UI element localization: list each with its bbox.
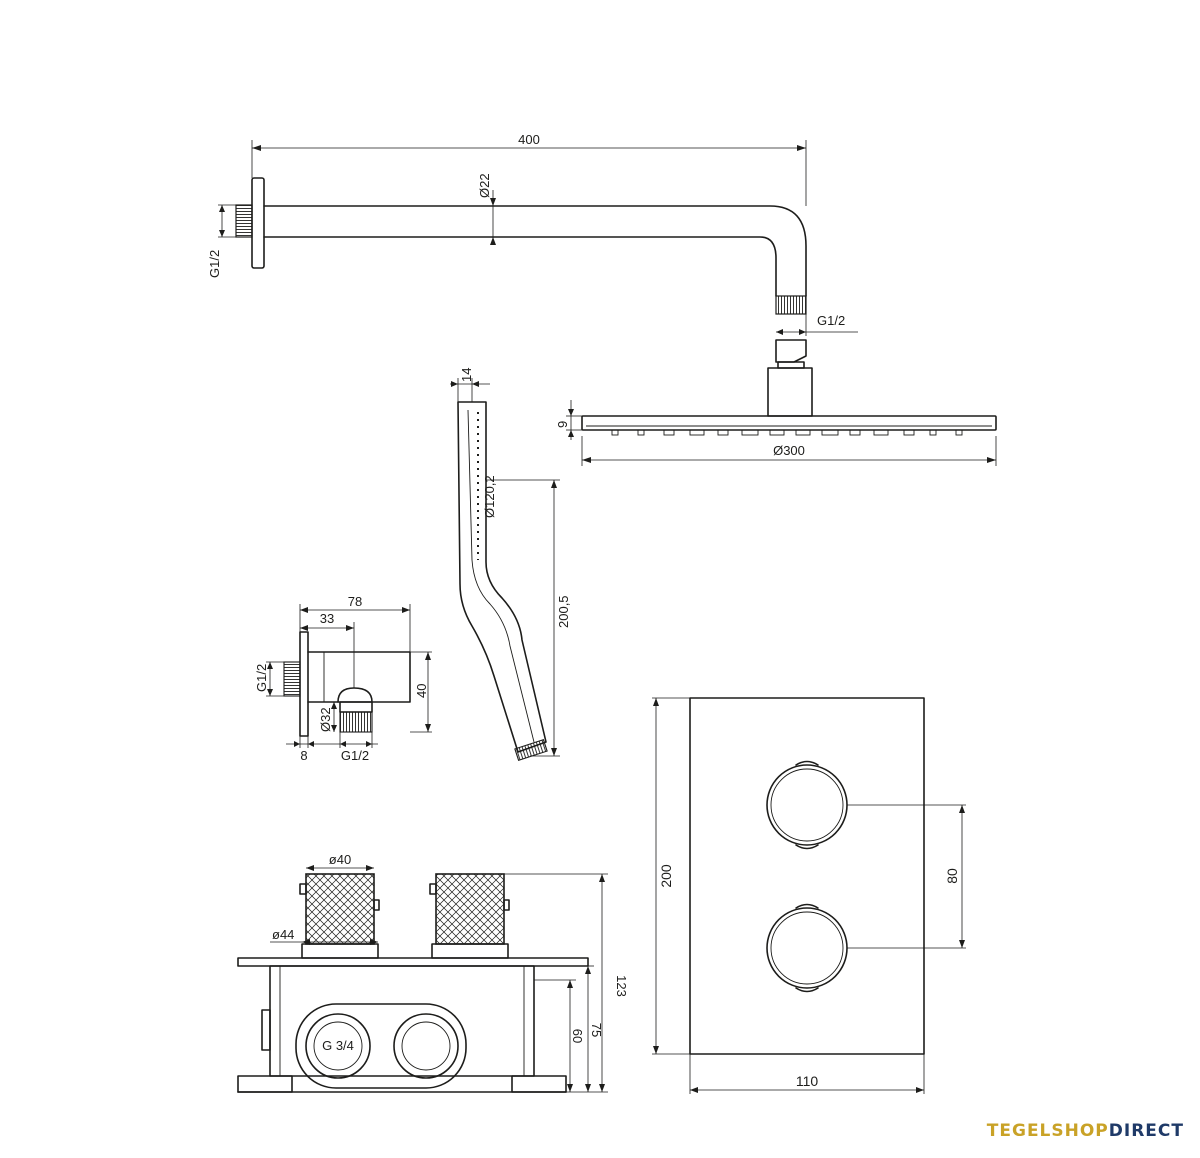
box-depth-label: 75	[589, 1023, 604, 1037]
arm-outlet-thread-label: G1/2	[817, 313, 845, 328]
connection-label: G 3/4	[322, 1038, 354, 1053]
rosette-diameter-label: ø44	[272, 927, 294, 942]
arm-length-label: 400	[518, 132, 540, 147]
hand-shower: 14 Ø120,2 200,5	[450, 368, 571, 762]
arm-wall-thread-label: G1/2	[207, 250, 222, 278]
shower-arm: 400 Ø22 G1/2 G1/2	[207, 132, 858, 417]
brand-logo: TEGELSHOPDIRECT	[987, 1121, 1184, 1141]
arm-diameter-label: Ø22	[477, 173, 492, 198]
outlet-depth-label: 78	[348, 594, 362, 609]
plate-width-label: 110	[796, 1073, 819, 1089]
svg-text:TEGELSHOPDIRECT: TEGELSHOPDIRECT	[987, 1121, 1184, 1141]
head-diameter-label: Ø300	[773, 443, 805, 458]
rain-shower-head: Ø300 9	[555, 400, 997, 466]
total-depth-label: 123	[614, 975, 629, 997]
outlet-center-label: 33	[320, 611, 334, 626]
hand-head-diameter-label: Ø120,2	[482, 475, 497, 518]
thermostat-cover-plate: 200 110 80	[652, 697, 966, 1094]
hand-length-label: 200,5	[556, 595, 571, 628]
brand-part2: DIRECT	[1109, 1121, 1184, 1141]
thermostat-valve-body: G 3/4 ø40 ø44 123 75 60	[237, 852, 629, 1093]
head-thickness-label: 9	[555, 421, 570, 428]
outlet-height-label: 40	[414, 684, 429, 698]
brand-part1: TEGELSHOP	[987, 1121, 1109, 1141]
inner-depth-label: 60	[570, 1029, 585, 1043]
upper-knob	[766, 760, 848, 850]
hand-thickness-label: 14	[459, 368, 474, 382]
outlet-diameter-label: Ø32	[318, 707, 333, 732]
outlet-flange-label: 8	[300, 748, 307, 763]
lower-knob	[766, 903, 848, 993]
outlet-in-thread-label: G1/2	[254, 664, 269, 692]
knob-diameter-label: ø40	[329, 852, 351, 867]
outlet-out-thread-label: G1/2	[341, 748, 369, 763]
wall-outlet: 78 33 40 Ø32 G1/2 8 G	[254, 594, 432, 763]
plate-height-label: 200	[658, 864, 674, 888]
knob-spacing-label: 80	[944, 868, 960, 884]
